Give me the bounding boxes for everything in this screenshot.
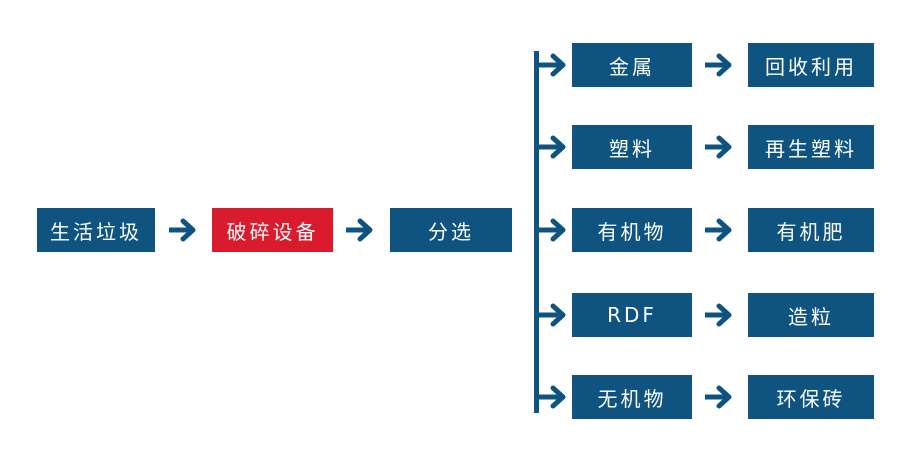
arrow-right-icon — [705, 135, 732, 159]
node-household-waste: 生活垃圾 — [37, 208, 155, 252]
branch-trunk-line — [534, 51, 539, 413]
node-crushing-equipment: 破碎设备 — [212, 208, 333, 252]
node-organic-fertilizer: 有机肥 — [748, 208, 874, 252]
arrow-right-icon — [537, 385, 566, 409]
arrow-right-icon — [705, 53, 732, 77]
node-eco-brick: 环保砖 — [748, 375, 874, 419]
arrow-right-icon — [537, 135, 566, 159]
node-recycling: 回收利用 — [748, 43, 874, 87]
node-metal: 金属 — [572, 43, 692, 87]
arrow-right-icon — [346, 218, 373, 242]
arrow-right-icon — [537, 303, 566, 327]
arrow-right-icon — [705, 385, 732, 409]
arrow-right-icon — [537, 218, 566, 242]
node-plastic: 塑料 — [572, 125, 692, 169]
arrow-right-icon — [705, 218, 732, 242]
node-recycled-plastic: 再生塑料 — [748, 125, 874, 169]
node-inorganic-matter: 无机物 — [572, 375, 692, 419]
arrow-right-icon — [705, 303, 732, 327]
node-sorting: 分选 — [390, 208, 512, 252]
node-organic-matter: 有机物 — [572, 208, 692, 252]
node-granulation: 造粒 — [748, 293, 874, 337]
arrow-right-icon — [537, 53, 566, 77]
arrow-right-icon — [169, 218, 196, 242]
node-rdf: RDF — [572, 293, 692, 337]
